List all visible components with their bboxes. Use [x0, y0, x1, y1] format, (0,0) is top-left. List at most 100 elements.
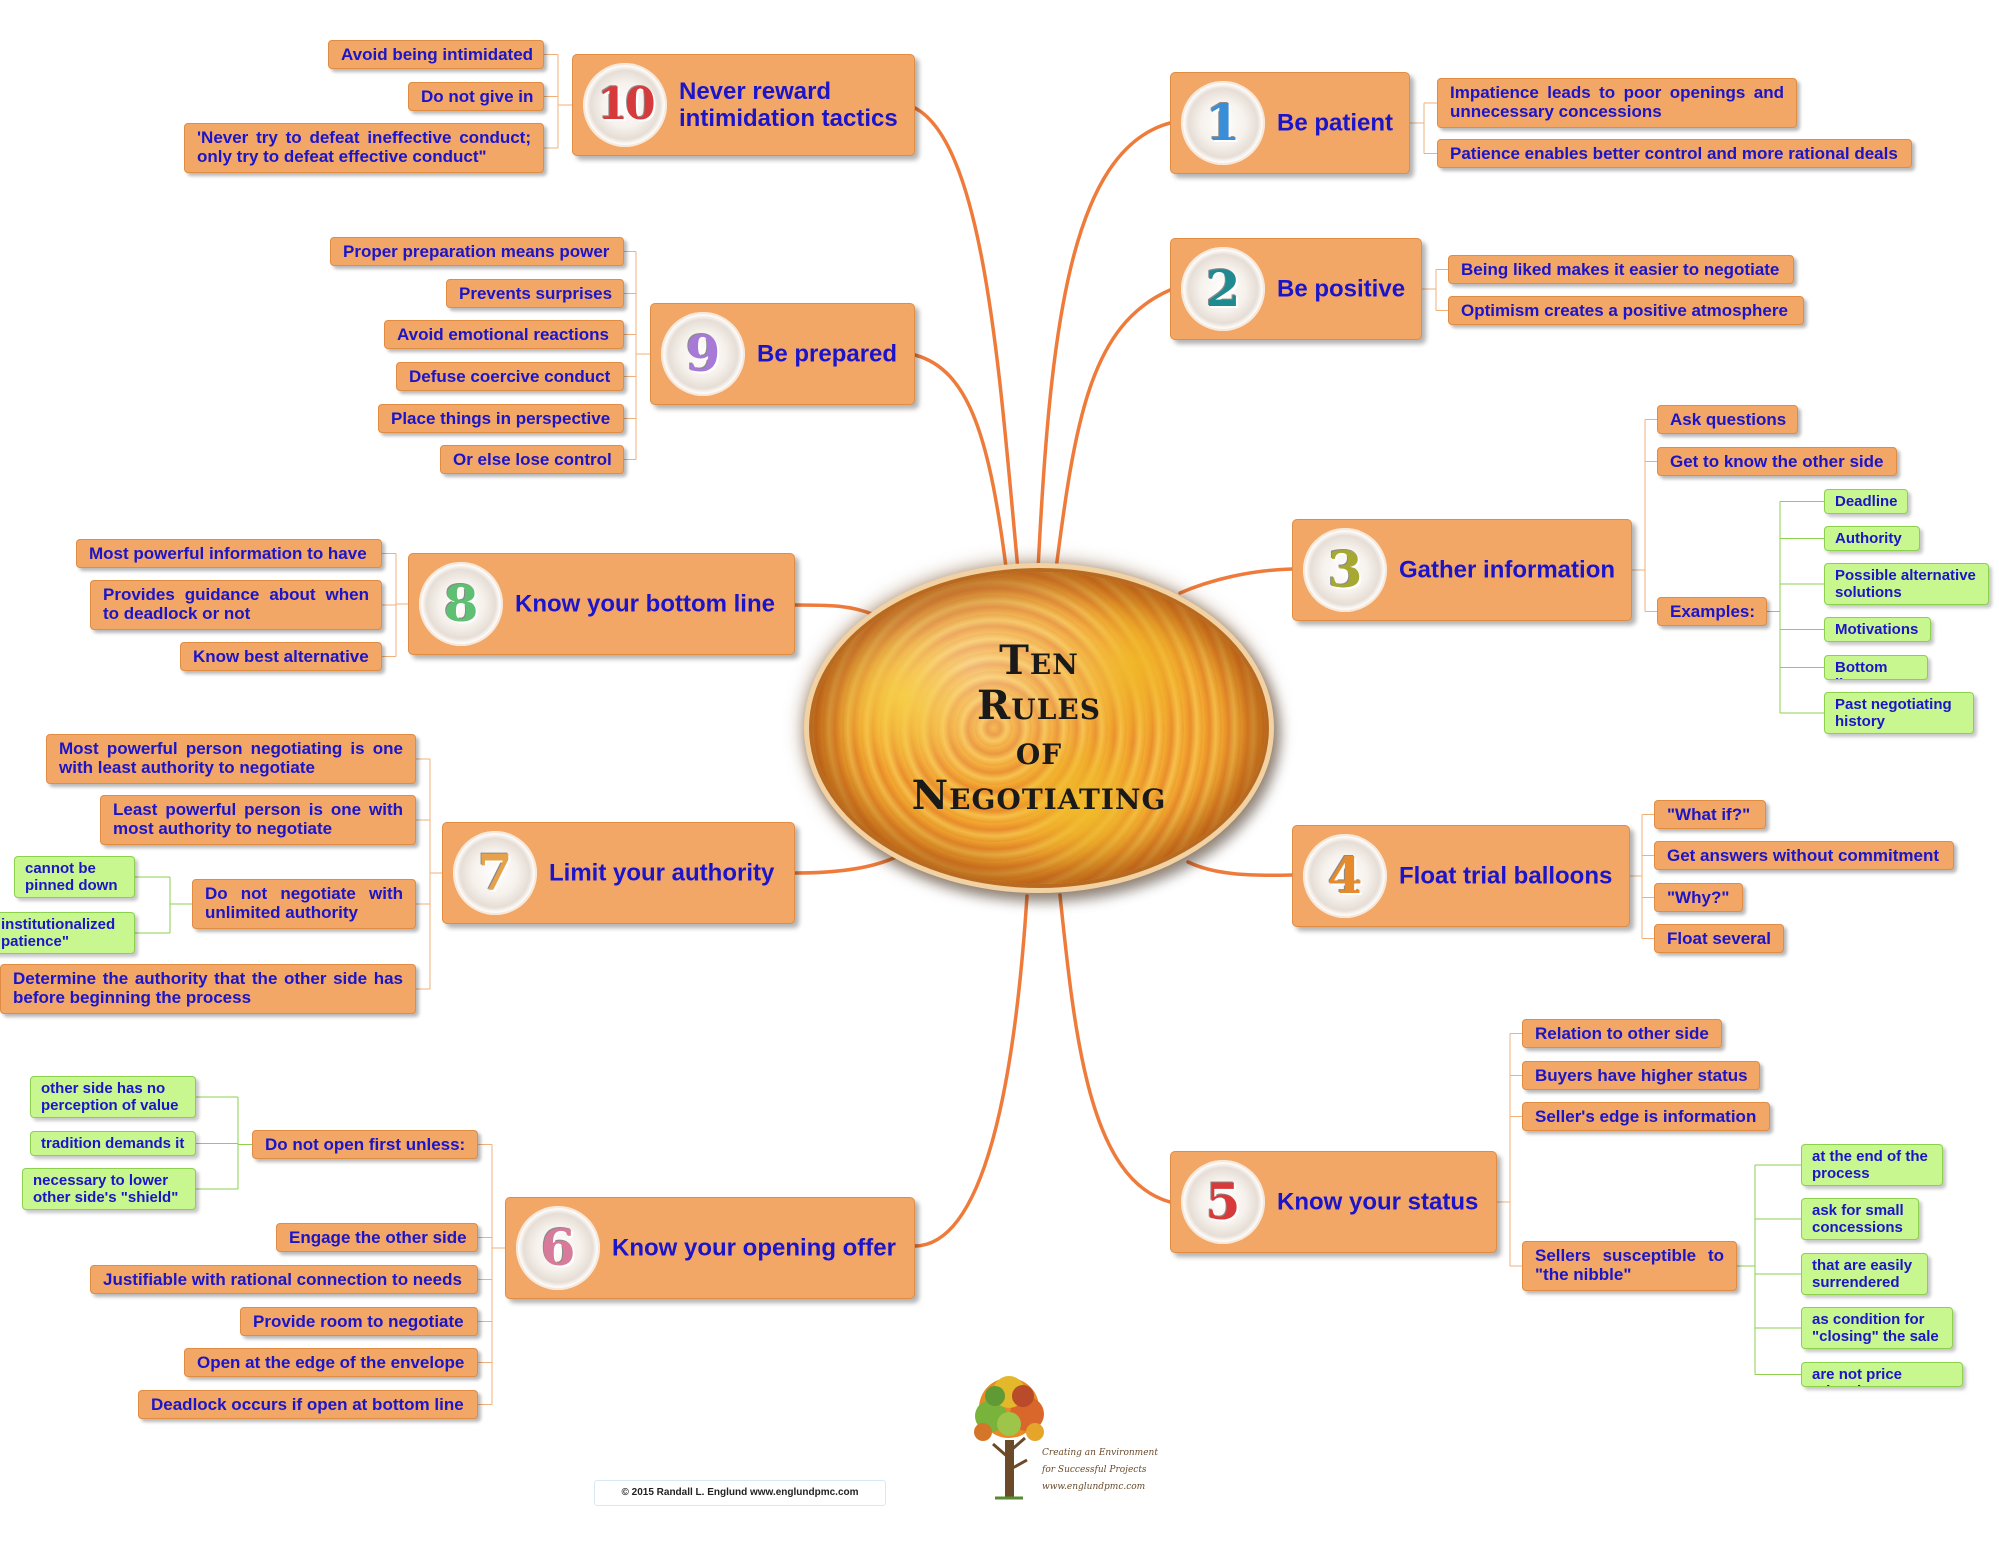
rule-5-subtopic-relation[interactable]: Relation to other side: [1522, 1019, 1722, 1048]
rule-9-number-icon: 9: [661, 312, 745, 396]
rule-8-node[interactable]: 8 Know your bottom line: [408, 553, 795, 655]
central-topic-title: Ten Rules of Negotiating: [813, 638, 1265, 818]
rule-3-example-bottom-line[interactable]: Bottom line: [1824, 655, 1928, 680]
tree-logo-icon: [974, 1376, 1044, 1500]
rule-5-nibble-small-concessions[interactable]: ask for small concessions: [1801, 1198, 1919, 1240]
rule-3-subtopic-get-to-know[interactable]: Get to know the other side: [1657, 447, 1897, 476]
rule-9-subtopic-coercive[interactable]: Defuse coercive conduct: [396, 362, 624, 391]
rule-4-number-icon: 4: [1303, 834, 1387, 918]
rule-3-example-past-history[interactable]: Past negotiating history: [1824, 692, 1974, 734]
rule-7-subtopic-most-powerful[interactable]: Most powerful person negotiating is one …: [46, 734, 416, 784]
rule-8-subtopic-information[interactable]: Most powerful information to have: [76, 539, 382, 568]
rule-6-subtopic-room[interactable]: Provide room to negotiate: [240, 1307, 478, 1336]
rule-6-subtopic-do-not-open[interactable]: Do not open first unless:: [252, 1130, 478, 1159]
rule-9-subtopic-perspective[interactable]: Place things in perspective: [378, 404, 624, 433]
rule-10-number-icon: 10: [583, 63, 667, 147]
rule-3-example-alternative-solutions[interactable]: Possible alternative solutions: [1824, 563, 1989, 605]
rule-6-unless-tradition[interactable]: tradition demands it: [30, 1131, 196, 1156]
rule-5-subtopic-sellers-edge[interactable]: Seller's edge is information: [1522, 1102, 1770, 1131]
rule-5-subtopic-buyers[interactable]: Buyers have higher status: [1522, 1061, 1760, 1090]
rule-3-number-icon: 3: [1303, 528, 1387, 612]
connector-rule-5: [1058, 893, 1172, 1204]
central-title-line-1: Ten: [999, 637, 1079, 684]
rule-1-subtopic-2[interactable]: Patience enables better control and more…: [1437, 139, 1912, 168]
rule-6-node[interactable]: 6 Know your opening offer: [505, 1197, 915, 1299]
rule-10-subtopic-quote[interactable]: 'Never try to defeat ineffective conduct…: [184, 123, 544, 173]
connector-rule-3: [1178, 567, 1294, 595]
rule-5-nibble-not-price[interactable]: are not price related: [1801, 1362, 1963, 1387]
rule-5-title: Know your status: [1277, 1188, 1479, 1216]
rule-3-title: Gather information: [1399, 556, 1616, 584]
rule-1-node[interactable]: 1 Be patient: [1170, 72, 1410, 174]
rule-6-subtopic-edge[interactable]: Open at the edge of the envelope: [184, 1348, 478, 1377]
rule-5-subtopic-nibble[interactable]: Sellers susceptible to "the nibble": [1522, 1241, 1737, 1291]
rule-4-node[interactable]: 4 Float trial balloons: [1292, 825, 1630, 927]
rule-3-subtopic-ask-questions[interactable]: Ask questions: [1657, 405, 1798, 434]
rule-4-subtopic-answers[interactable]: Get answers without commitment: [1654, 841, 1954, 870]
rule-9-node[interactable]: 9 Be prepared: [650, 303, 915, 405]
rule-7-unlimited-pinned-down[interactable]: cannot be pinned down: [14, 856, 135, 898]
rule-4-subtopic-why[interactable]: "Why?": [1654, 883, 1743, 912]
rule-5-number-icon: 5: [1181, 1160, 1265, 1244]
rule-1-title: Be patient: [1277, 109, 1394, 137]
rule-9-subtopic-surprises[interactable]: Prevents surprises: [446, 279, 624, 308]
rule-3-example-motivations[interactable]: Motivations: [1824, 617, 1931, 642]
rule-10-title: Never reward intimidation tactics: [679, 78, 898, 132]
connector-rule-4: [1186, 860, 1294, 878]
rule-1-number-icon: 1: [1181, 81, 1265, 165]
rule-3-example-authority[interactable]: Authority: [1824, 526, 1920, 551]
rule-6-title: Know your opening offer: [612, 1234, 896, 1262]
copyright-notice: © 2015 Randall L. Englund www.englundpmc…: [594, 1480, 886, 1506]
rule-8-subtopic-guidance[interactable]: Provides guidance about when to deadlock…: [90, 580, 382, 630]
rule-8-subtopic-alternative[interactable]: Know best alternative: [180, 642, 382, 671]
rule-8-number-icon: 8: [419, 562, 503, 646]
rule-3-node[interactable]: 3 Gather information: [1292, 519, 1632, 621]
rule-9-title: Be prepared: [757, 340, 898, 368]
rule-2-subtopic-1[interactable]: Being liked makes it easier to negotiate: [1448, 255, 1794, 284]
rule-6-unless-shield[interactable]: necessary to lower other side's "shield": [22, 1168, 196, 1210]
rule-2-subtopic-2[interactable]: Optimism creates a positive atmosphere: [1448, 296, 1804, 325]
rule-6-subtopic-engage[interactable]: Engage the other side: [276, 1223, 478, 1252]
rule-7-title: Limit your authority: [549, 859, 775, 887]
rule-2-node[interactable]: 2 Be positive: [1170, 238, 1422, 340]
rule-5-nibble-end-of-process[interactable]: at the end of the process: [1801, 1144, 1943, 1186]
central-topic[interactable]: Ten Rules of Negotiating: [813, 572, 1265, 884]
rule-5-node[interactable]: 5 Know your status: [1170, 1151, 1497, 1253]
rule-9-subtopic-emotional[interactable]: Avoid emotional reactions: [384, 320, 624, 349]
rule-3-example-deadline[interactable]: Deadline: [1824, 489, 1908, 514]
rule-7-subtopic-unlimited-authority[interactable]: Do not negotiate with unlimited authorit…: [192, 879, 416, 929]
rule-4-title: Float trial balloons: [1399, 862, 1613, 890]
rule-3-subtopic-examples[interactable]: Examples:: [1657, 597, 1767, 626]
rule-4-subtopic-float-several[interactable]: Float several: [1654, 924, 1784, 953]
rule-7-unlimited-patience[interactable]: institutionalized patience": [0, 912, 135, 954]
rule-6-unless-no-perception[interactable]: other side has no perception of value: [30, 1076, 196, 1118]
rule-8-title: Know your bottom line: [515, 590, 775, 618]
rule-7-subtopic-least-powerful[interactable]: Least powerful person is one with most a…: [100, 795, 416, 845]
rule-6-number-icon: 6: [516, 1206, 600, 1290]
rule-9-subtopic-lose-control[interactable]: Or else lose control: [440, 445, 624, 474]
rule-6-subtopic-justifiable[interactable]: Justifiable with rational connection to …: [90, 1265, 478, 1294]
connector-rule-7: [793, 854, 900, 875]
rule-9-subtopic-preparation[interactable]: Proper preparation means power: [330, 237, 624, 266]
rule-10-subtopic-give-in[interactable]: Do not give in: [408, 82, 544, 111]
rule-10-node[interactable]: 10 Never reward intimidation tactics: [572, 54, 915, 156]
tagline-line-2: for Successful Projects: [1042, 1465, 1147, 1475]
tagline-line-3: www.englundpmc.com: [1042, 1482, 1146, 1492]
connector-rule-9: [913, 353, 1009, 577]
rule-5-nibble-closing[interactable]: as condition for "closing" the sale: [1801, 1307, 1953, 1349]
rule-2-number-icon: 2: [1181, 247, 1265, 331]
connector-rule-10: [913, 106, 1020, 572]
logo-tagline: Creating an Environment for Successful P…: [1042, 1445, 1158, 1496]
rule-4-subtopic-what-if[interactable]: "What if?": [1654, 800, 1766, 829]
rule-7-subtopic-determine-authority[interactable]: Determine the authority that the other s…: [0, 964, 416, 1014]
rule-1-subtopic-1[interactable]: Impatience leads to poor openings and un…: [1437, 78, 1797, 128]
central-title-line-2: Rules: [977, 682, 1101, 729]
tagline-line-1: Creating an Environment: [1042, 1448, 1158, 1458]
rule-6-subtopic-deadlock[interactable]: Deadlock occurs if open at bottom line: [138, 1390, 478, 1419]
rule-5-nibble-easily-surrendered[interactable]: that are easily surrendered: [1801, 1253, 1928, 1295]
rule-7-node[interactable]: 7 Limit your authority: [442, 822, 795, 924]
rule-7-number-icon: 7: [453, 831, 537, 915]
connector-rule-6: [913, 894, 1029, 1248]
rule-10-subtopic-intimidated[interactable]: Avoid being intimidated: [328, 40, 544, 69]
